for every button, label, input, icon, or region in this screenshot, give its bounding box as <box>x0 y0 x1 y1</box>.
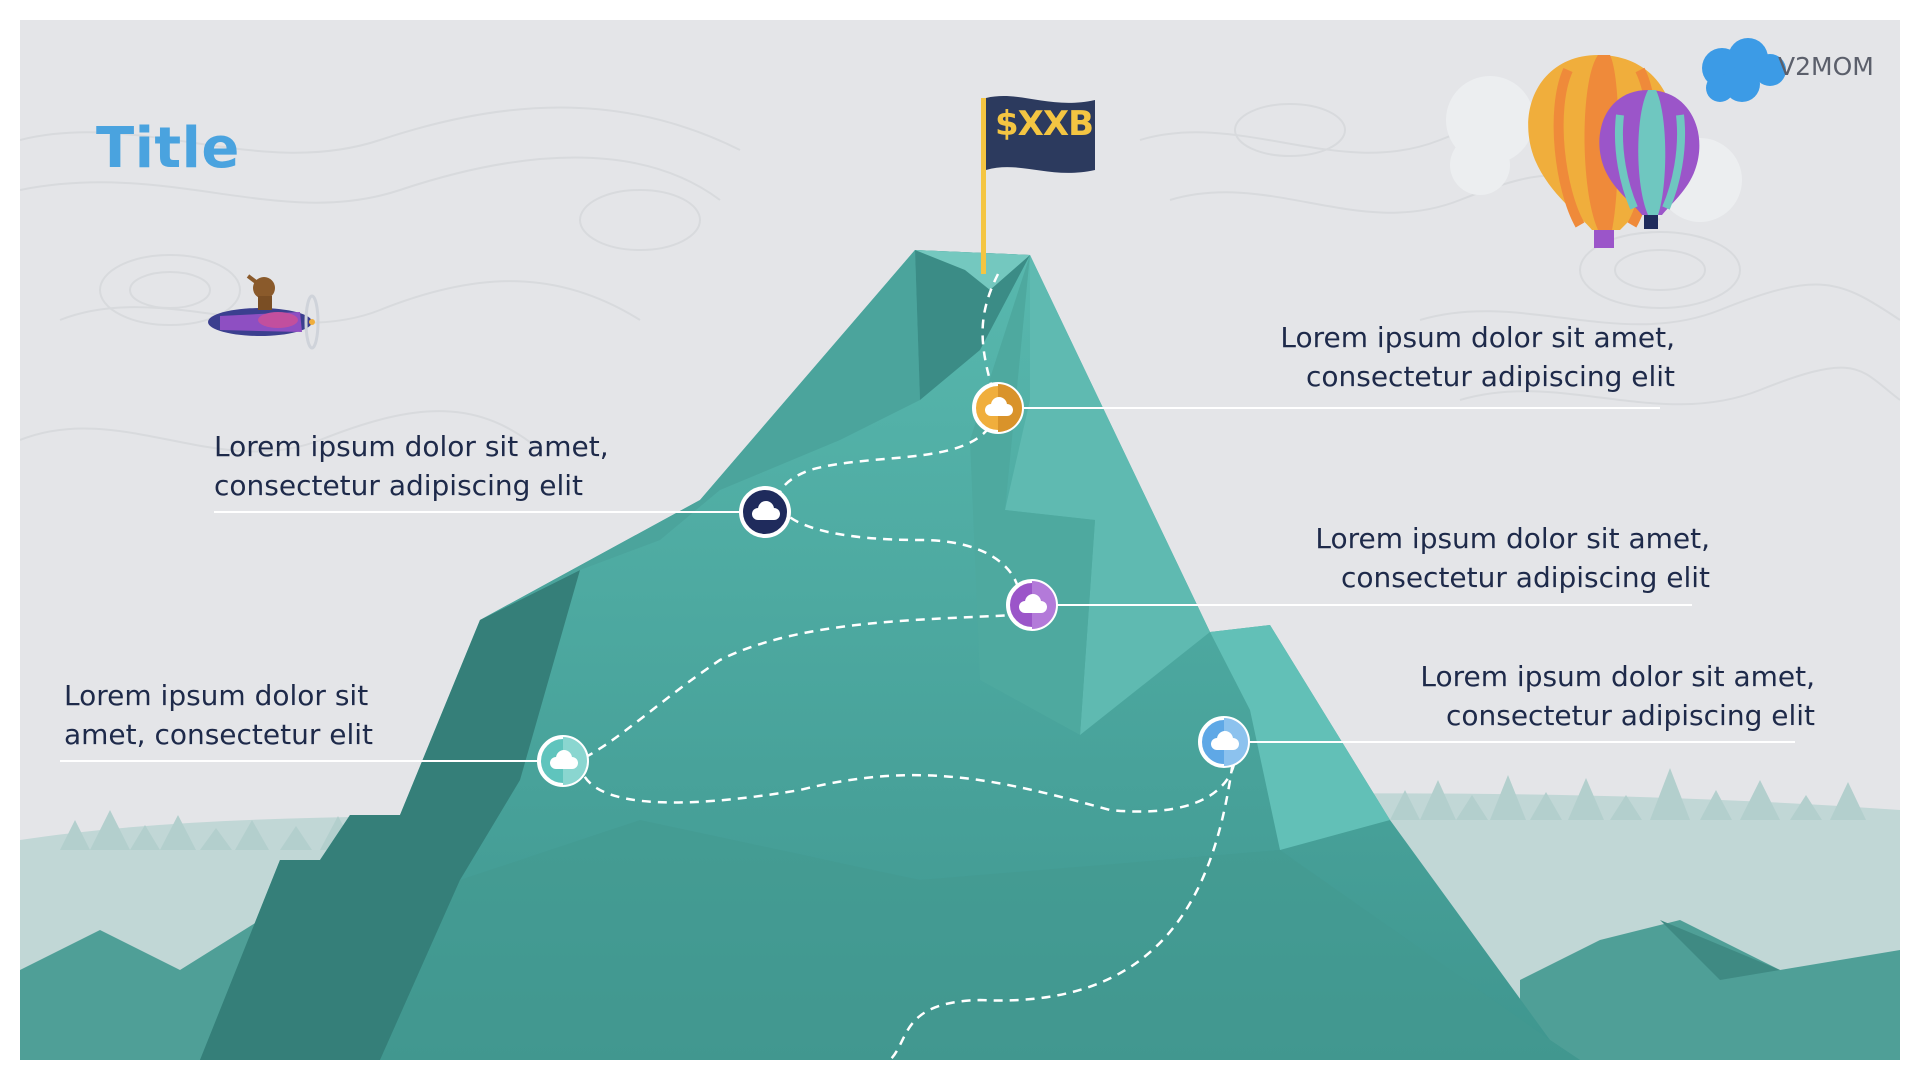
callout-upper-left: Lorem ipsum dolor sit amet, consectetur … <box>214 427 609 505</box>
callout-line: consectetur adipiscing elit <box>1340 561 1710 594</box>
milestone-lower-left[interactable] <box>537 735 589 787</box>
callout-line: Lorem ipsum dolor sit amet, <box>214 430 609 463</box>
mountain <box>200 250 1580 1060</box>
airplane-icon <box>208 274 320 350</box>
callout-line: Lorem ipsum dolor sit amet, <box>1280 321 1675 354</box>
callout-line: Lorem ipsum dolor sit amet, <box>1420 660 1815 693</box>
slide: Title V2MOM $XXB Lorem ipsum dolor sit a… <box>20 20 1900 1060</box>
milestone-upper-left[interactable] <box>739 486 791 538</box>
summit-flag-label: $XXB <box>995 104 1094 144</box>
callout-line: consectetur adipiscing elit <box>214 469 584 502</box>
page-title: Title <box>96 116 240 181</box>
cloud-icon <box>985 397 1013 416</box>
callout-top: Lorem ipsum dolor sit amet, consectetur … <box>1280 318 1675 396</box>
cloud-icon <box>752 501 780 520</box>
callout-middle: Lorem ipsum dolor sit amet, consectetur … <box>1315 519 1710 597</box>
scene-illustration <box>20 38 1900 1060</box>
hot-air-balloon-icon <box>1446 55 1742 248</box>
milestone-lower-right[interactable] <box>1198 716 1250 768</box>
callout-line: Lorem ipsum dolor sit <box>64 679 369 712</box>
cloud-icon <box>550 750 578 769</box>
milestone-top[interactable] <box>972 382 1024 434</box>
brand-label: V2MOM <box>1778 52 1874 81</box>
callout-line: Lorem ipsum dolor sit amet, <box>1315 522 1710 555</box>
cloud-icon <box>1019 594 1047 613</box>
callout-line: consectetur adipiscing elit <box>1445 699 1815 732</box>
cloud-logo-icon <box>1702 38 1786 102</box>
callout-lower-left: Lorem ipsum dolor sit amet, consectetur … <box>64 676 373 754</box>
callout-line: amet, consectetur elit <box>64 718 374 751</box>
callout-lines <box>60 407 1795 762</box>
trail-path <box>578 273 1237 1060</box>
milestone-middle[interactable] <box>1006 579 1058 631</box>
callout-line: consectetur adipiscing elit <box>1305 360 1675 393</box>
flag-icon <box>981 96 1095 274</box>
cloud-icon <box>1211 731 1239 750</box>
topographic-pattern <box>20 103 1900 453</box>
callout-lower-right: Lorem ipsum dolor sit amet, consectetur … <box>1420 657 1815 735</box>
